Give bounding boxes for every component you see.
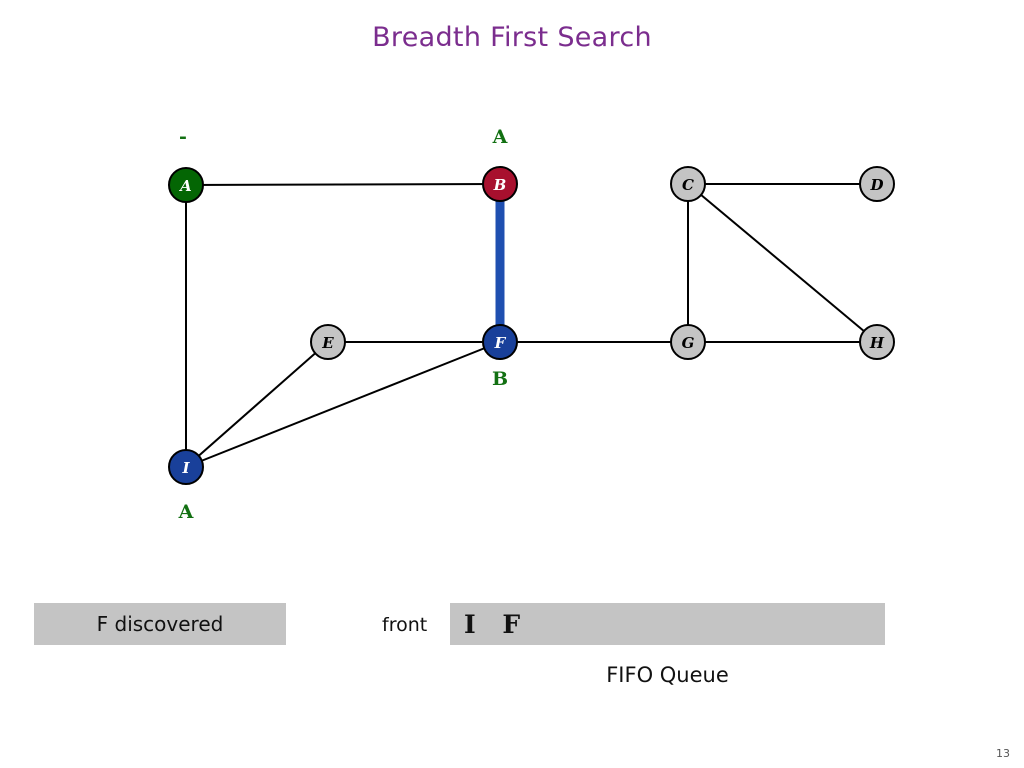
- page-number: 13: [996, 747, 1010, 760]
- fifo-queue-box: I F: [450, 603, 885, 645]
- node-circle-b[interactable]: [482, 166, 518, 202]
- edge-f-i: [185, 341, 501, 468]
- graph-edges: [185, 183, 878, 468]
- edge-a-b: [185, 183, 501, 186]
- parent-label-b: A: [492, 126, 508, 148]
- node-circle-e[interactable]: [310, 324, 346, 360]
- page-title: Breadth First Search: [372, 22, 652, 53]
- node-circle-i[interactable]: [168, 449, 204, 485]
- edge-c-h: [687, 183, 878, 343]
- graph-nodes: A B C D E F G H I: [168, 166, 895, 485]
- queue-front-label: front: [382, 614, 428, 636]
- graph-node-g[interactable]: G: [670, 324, 706, 360]
- graph-node-a[interactable]: A: [168, 167, 204, 203]
- graph-node-b[interactable]: B: [482, 166, 518, 202]
- node-circle-h[interactable]: [859, 324, 895, 360]
- graph-node-h[interactable]: H: [859, 324, 895, 360]
- graph-node-i[interactable]: I: [168, 449, 204, 485]
- graph-node-f[interactable]: F: [482, 324, 518, 360]
- parent-label-i: A: [178, 501, 194, 523]
- node-circle-a[interactable]: [168, 167, 204, 203]
- graph-node-c[interactable]: C: [670, 166, 706, 202]
- status-message-box: F discovered: [34, 603, 286, 645]
- parent-label-f: B: [492, 368, 508, 390]
- edge-e-i: [185, 341, 329, 468]
- node-circle-c[interactable]: [670, 166, 706, 202]
- node-circle-f[interactable]: [482, 324, 518, 360]
- graph-node-d[interactable]: D: [859, 166, 895, 202]
- fifo-queue-caption: FIFO Queue: [606, 663, 729, 687]
- node-circle-d[interactable]: [859, 166, 895, 202]
- node-circle-g[interactable]: [670, 324, 706, 360]
- parent-label-a: -: [179, 126, 187, 148]
- graph-parent-labels: - A B A: [178, 126, 508, 523]
- status-message-text: F discovered: [96, 612, 224, 636]
- graph-node-e[interactable]: E: [310, 324, 346, 360]
- fifo-queue-items: I F: [464, 609, 530, 639]
